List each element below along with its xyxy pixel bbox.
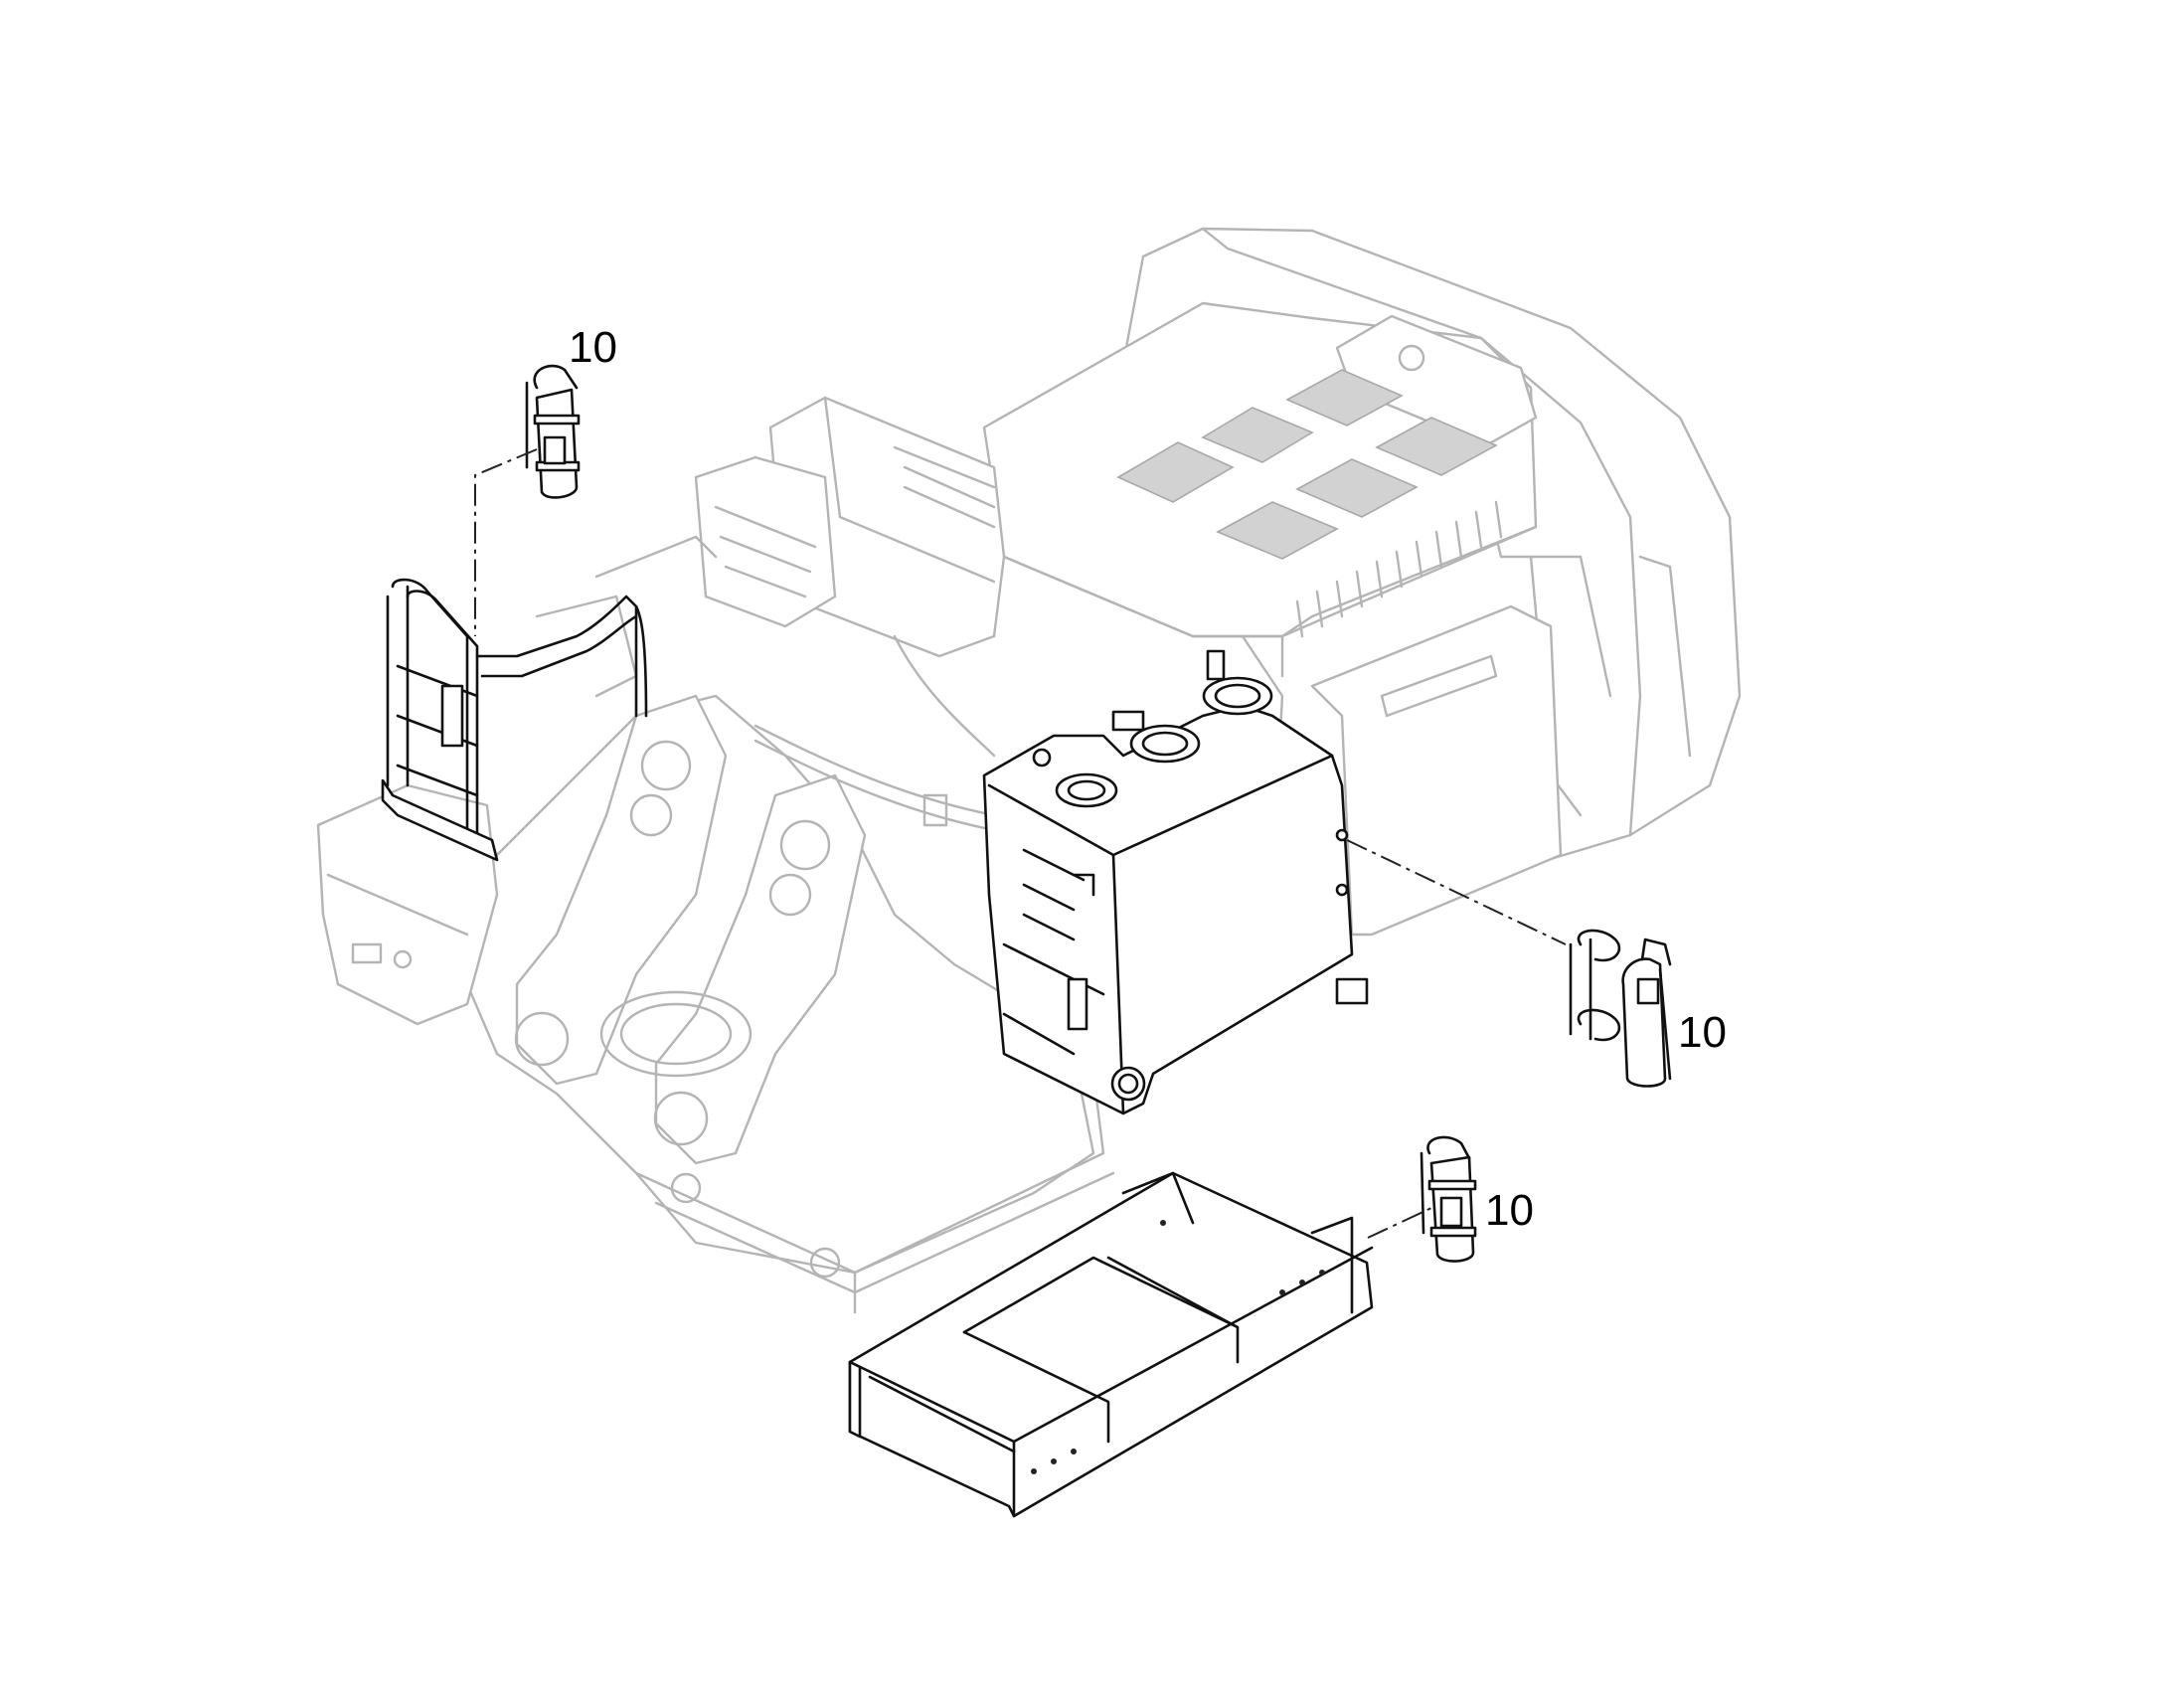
hydraulic-tank — [982, 649, 1369, 1115]
callout-label-upper-left: 10 — [569, 323, 617, 372]
hood-louvers — [1295, 500, 1503, 638]
handrail-ladder — [381, 578, 648, 862]
leader-line-lower — [1367, 1207, 1432, 1239]
leader-line-upper-left — [474, 448, 538, 636]
tray-rivets — [1031, 1220, 1325, 1474]
callout-label-lower: 10 — [1485, 1186, 1534, 1235]
storage-tray — [848, 1171, 1374, 1518]
fire-extinguisher-right — [1569, 929, 1672, 1088]
fire-extinguisher-upper-left — [525, 364, 581, 499]
fire-extinguisher-lower — [1420, 1135, 1477, 1263]
callout-label-right: 10 — [1678, 1008, 1727, 1057]
leader-line-right — [1346, 839, 1567, 945]
extinguisher-bracket — [1569, 929, 1621, 1042]
machine-frame-context — [316, 227, 1742, 1314]
